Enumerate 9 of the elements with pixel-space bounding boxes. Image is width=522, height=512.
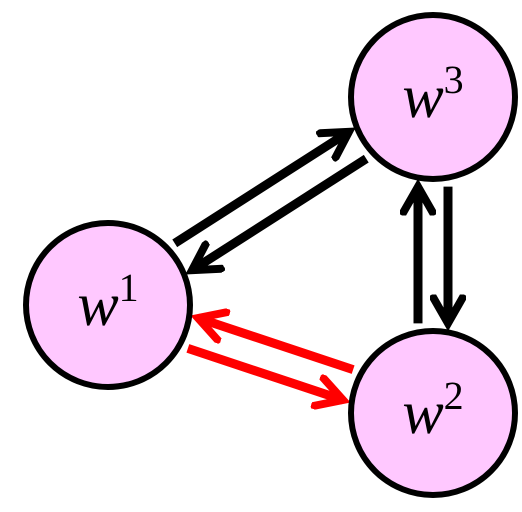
node-label: w$^{3}$ bbox=[402, 66, 464, 128]
arrow bbox=[186, 344, 347, 410]
arrow bbox=[194, 308, 355, 374]
arrow bbox=[188, 154, 369, 274]
arrow bbox=[172, 128, 353, 248]
arrow bbox=[430, 186, 466, 328]
node-label: w$^{1}$ bbox=[77, 274, 139, 336]
node-label: w$^{2}$ bbox=[402, 382, 464, 444]
arrow bbox=[400, 182, 436, 324]
